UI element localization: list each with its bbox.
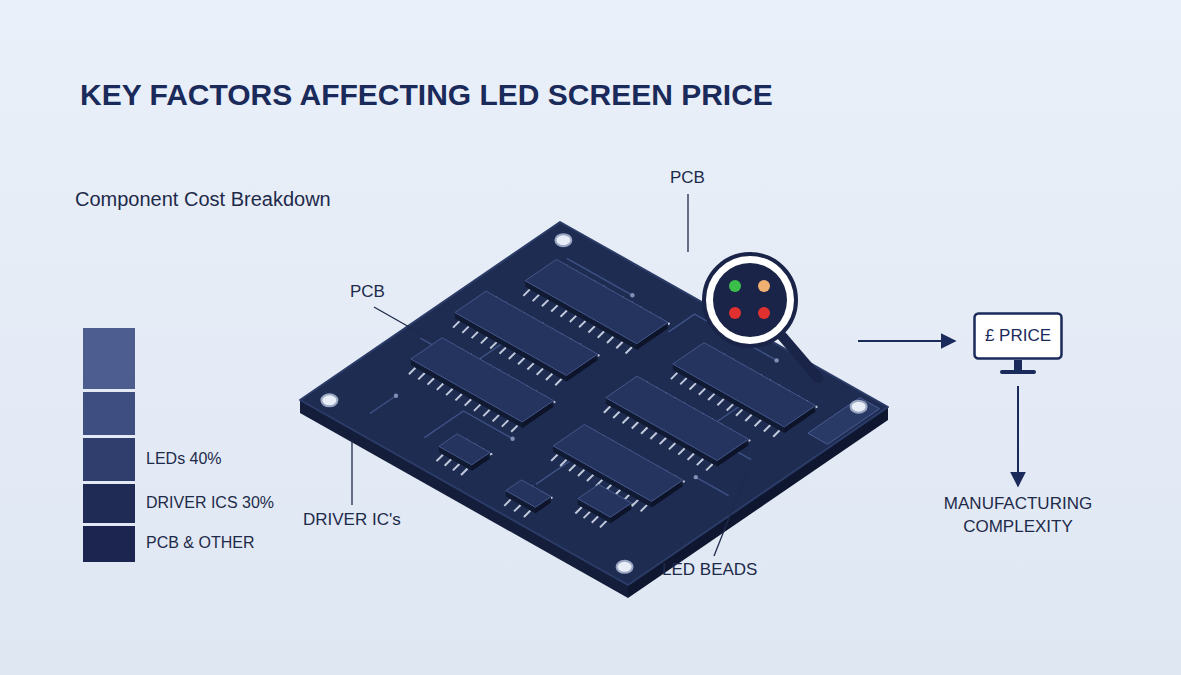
- legend-swatch: [83, 438, 135, 481]
- legend-label: PCB & OTHER: [146, 534, 254, 552]
- leader-lines: [352, 194, 748, 556]
- title: KEY FACTORS AFFECTING LED SCREEN PRICE: [80, 78, 773, 112]
- subtitle: Component Cost Breakdown: [75, 188, 331, 211]
- legend-swatch: [83, 526, 135, 562]
- price-arrow: [858, 340, 955, 342]
- part-label: PCB: [670, 168, 705, 188]
- bar-block: [83, 328, 135, 389]
- node-text: MANUFACTURING COMPLEXITY: [928, 492, 1108, 538]
- bar-block: [83, 392, 135, 435]
- part-label: LED BEADS: [662, 560, 757, 580]
- price-monitor: £ PRICE: [973, 312, 1063, 378]
- node-text: £ PRICE: [985, 326, 1051, 346]
- factor-text: MANUFACTURING COMPLEXITY: [928, 492, 1108, 540]
- flow-arrow: [1017, 386, 1019, 486]
- legend-swatch: [83, 484, 135, 523]
- legend-label: DRIVER ICS 30%: [146, 494, 274, 512]
- part-label: DRIVER IC's: [303, 510, 401, 530]
- part-label: PCB: [350, 282, 385, 302]
- legend-label: LEDs 40%: [146, 450, 222, 468]
- pcb-illustration: [300, 222, 888, 598]
- magnifier: [704, 254, 818, 378]
